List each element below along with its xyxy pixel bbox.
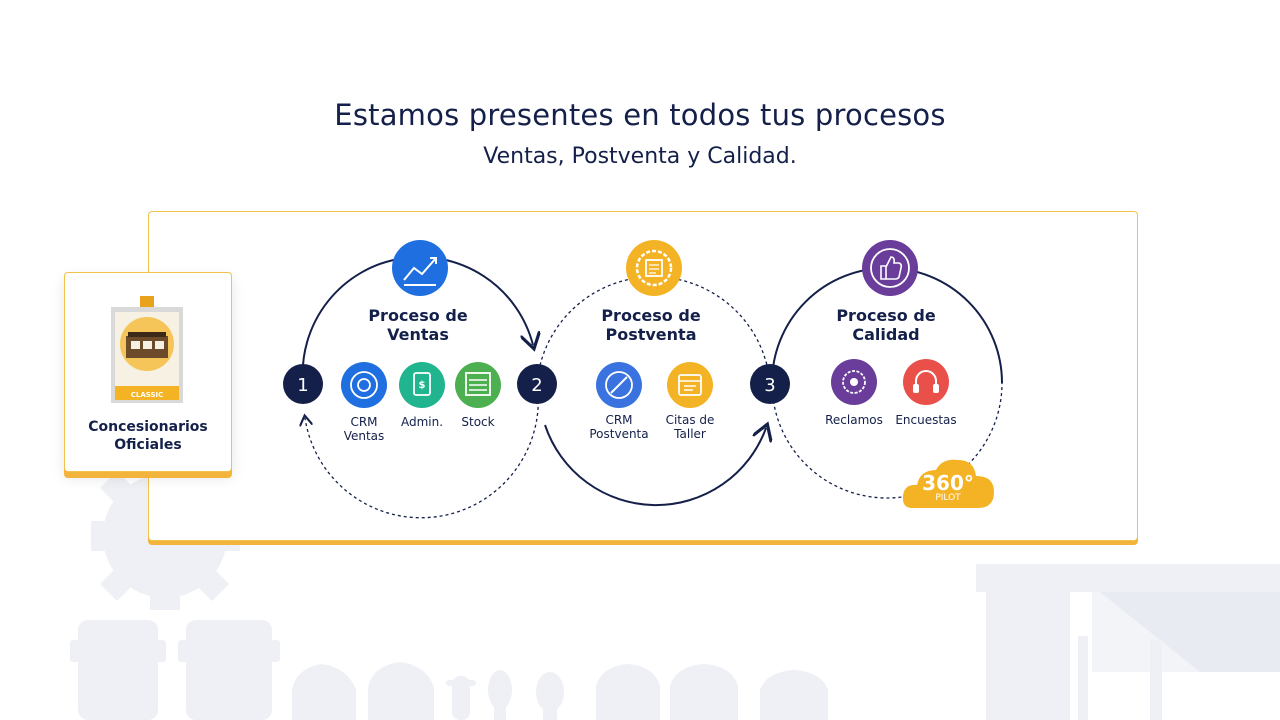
sales-process-title: Proceso de Ventas: [328, 306, 508, 344]
citas-taller-label: Citas de Taller: [645, 413, 735, 441]
crm-ventas-label-line1: CRM: [350, 415, 378, 429]
sales-process-title-line2: Ventas: [387, 325, 449, 344]
reclamos-label-line1: Reclamos: [825, 413, 883, 427]
crm-ventas-label: CRM Ventas: [319, 415, 409, 443]
quality-process-title-line1: Proceso de: [836, 306, 936, 325]
car-silhouette-icon: [368, 662, 434, 720]
car-silhouette-icon: [596, 664, 660, 720]
crm-ventas-label-line2: Ventas: [343, 429, 385, 443]
badge-label: Concesionarios Oficiales: [64, 418, 232, 454]
admin-label-line1: Admin.: [400, 415, 444, 429]
page-subtitle: Ventas, Postventa y Calidad.: [483, 144, 797, 169]
building-silhouette-icon: [976, 564, 1280, 720]
car-silhouette-icon: [292, 664, 356, 720]
badge-label-line1: Concesionarios: [88, 419, 208, 435]
sales-process-title-line1: Proceso de: [368, 306, 468, 325]
admin-label: Admin.: [377, 415, 467, 429]
car-silhouette-icon: [670, 664, 738, 720]
page-title: Estamos presentes en todos tus procesos: [334, 98, 946, 132]
truck-silhouette-icon: [70, 620, 166, 720]
citas-taller-label-line1: Citas de: [665, 413, 715, 427]
crm-postventa-label-line1: CRM: [605, 413, 633, 427]
crm-postventa-label-line2: Postventa: [589, 427, 649, 441]
motorbike-silhouette-icon: [446, 676, 476, 720]
postventa-process-title-line1: Proceso de: [601, 306, 701, 325]
pilot-cloud-label: PILOT: [935, 493, 961, 503]
car-silhouette-icon: [760, 670, 828, 720]
encuestas-label-line1: Encuestas: [895, 413, 957, 427]
quality-process-title-line2: Calidad: [852, 325, 920, 344]
encuestas-label: Encuestas: [881, 413, 971, 427]
reclamos-label: Reclamos: [809, 413, 899, 427]
badge-label-line2: Oficiales: [114, 437, 182, 453]
truck-silhouette-icon: [178, 620, 280, 720]
motorbike-silhouette-icon: [488, 670, 512, 720]
pilot-cloud-value: 360°: [922, 471, 974, 495]
stock-label-line1: Stock: [461, 415, 495, 429]
quality-process-title: Proceso de Calidad: [796, 306, 976, 344]
stock-label: Stock: [433, 415, 523, 429]
postventa-process-title-line2: Postventa: [605, 325, 697, 344]
citas-taller-label-line2: Taller: [674, 427, 706, 441]
crm-postventa-label: CRM Postventa: [574, 413, 664, 441]
postventa-process-title: Proceso de Postventa: [561, 306, 741, 344]
motorbike-silhouette-icon: [536, 672, 564, 720]
